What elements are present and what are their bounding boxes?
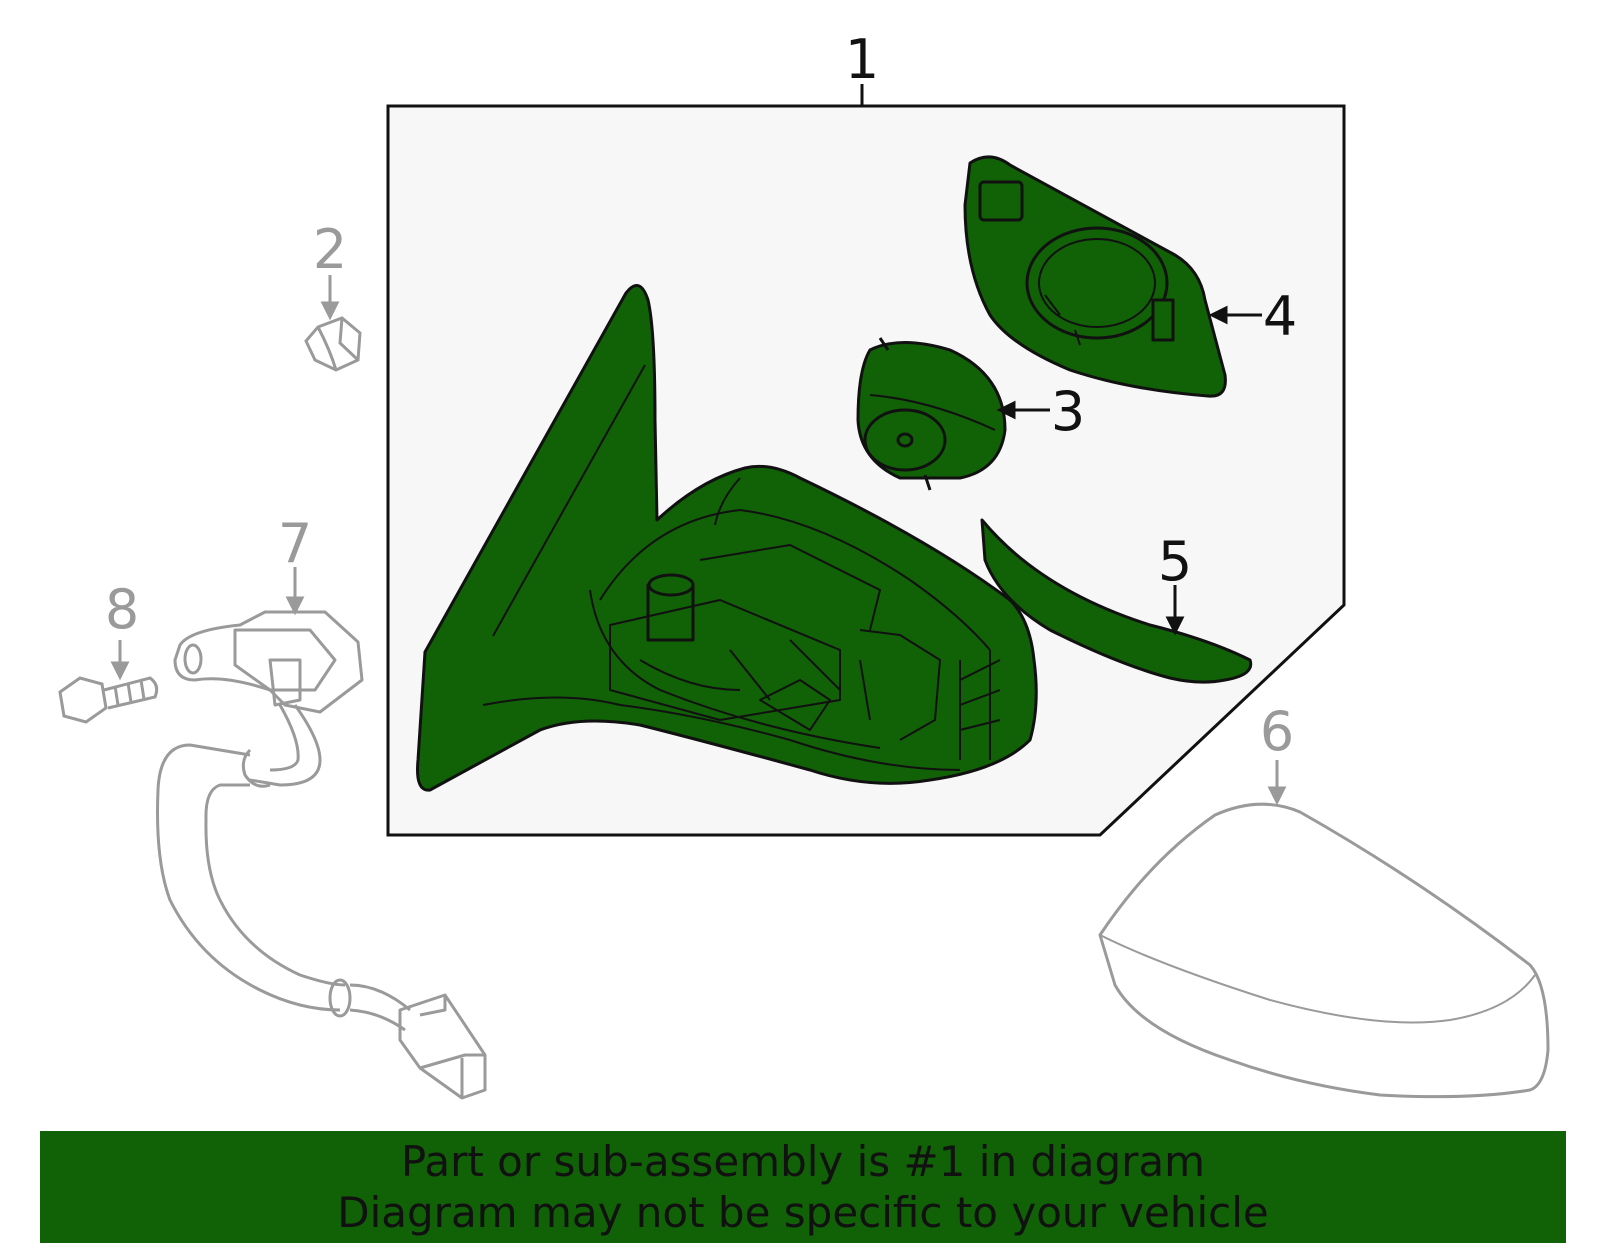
callout-5: 5 — [1158, 530, 1192, 593]
callout-7: 7 — [278, 512, 312, 575]
notice-banner: Part or sub-assembly is #1 in diagram Di… — [40, 1131, 1566, 1243]
glass-holder[interactable] — [963, 155, 1227, 398]
callout-6: 6 — [1260, 700, 1294, 763]
nut[interactable] — [304, 316, 362, 372]
banner-line-2: Diagram may not be specific to your vehi… — [337, 1188, 1269, 1237]
actuator[interactable] — [856, 337, 1007, 491]
active-leaders — [996, 305, 1262, 636]
callout-8: 8 — [105, 578, 139, 641]
callout-4: 4 — [1263, 285, 1297, 348]
banner-line-1: Part or sub-assembly is #1 in diagram — [400, 1137, 1206, 1186]
mirror-cover[interactable] — [1098, 802, 1550, 1099]
bolt[interactable] — [58, 676, 159, 724]
callout-1: 1 — [845, 28, 879, 91]
turn-signal[interactable] — [980, 518, 1253, 684]
callout-3: 3 — [1051, 380, 1085, 443]
mirror-housing[interactable] — [416, 284, 1038, 792]
callout-2: 2 — [313, 218, 347, 281]
muted-leaders — [110, 275, 1287, 806]
wiring-harness[interactable] — [156, 610, 487, 1100]
